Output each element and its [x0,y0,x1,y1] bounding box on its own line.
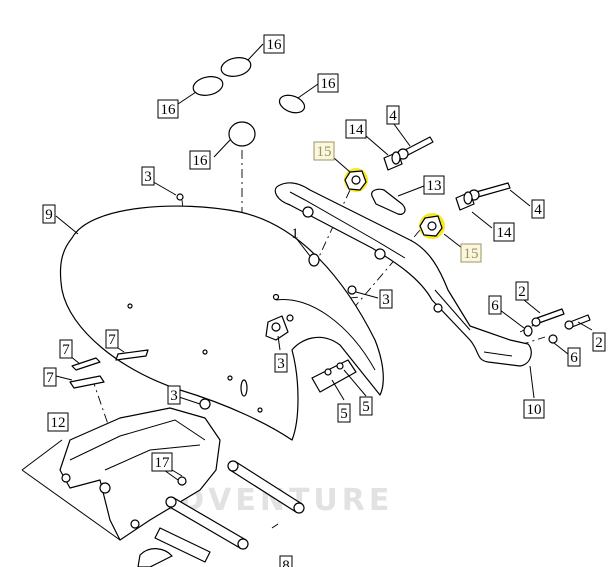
callout-16-d: 16 [189,150,211,170]
svg-text:3: 3 [170,388,178,404]
flange-nut-highlighted-b [419,213,445,239]
svg-text:12: 12 [51,415,66,431]
svg-text:4: 4 [389,108,397,124]
svg-text:2: 2 [595,335,603,351]
callout-4-a: 4 [386,105,400,125]
hardware-lower [523,308,591,344]
callout-16-b: 16 [157,99,179,119]
svg-text:16: 16 [321,76,337,92]
callout-8: 8 [279,555,293,567]
callout-15-b: 15 [460,243,482,263]
callout-12: 12 [47,412,69,432]
svg-text:7: 7 [62,342,70,358]
hardware-upper [383,136,511,211]
svg-text:5: 5 [362,399,370,415]
svg-text:9: 9 [45,207,53,223]
svg-text:1: 1 [291,226,299,242]
svg-text:3: 3 [382,292,390,308]
callout-3-c: 3 [167,385,181,405]
svg-text:6: 6 [570,350,578,366]
svg-text:7: 7 [46,370,54,386]
callout-2-b: 2 [592,332,606,352]
svg-text:17: 17 [155,455,171,471]
svg-text:15: 15 [464,246,479,262]
svg-text:3: 3 [277,356,285,372]
svg-text:16: 16 [161,102,177,118]
seat-pads [192,57,306,147]
svg-text:10: 10 [527,402,542,418]
callout-1: 1 [291,226,299,242]
callout-7-c: 7 [43,367,57,387]
callout-17: 17 [151,452,173,472]
callout-15-a: 15 [313,141,335,161]
callout-10: 10 [523,399,545,419]
svg-text:15: 15 [317,144,332,160]
callout-4-b: 4 [531,199,545,219]
rear-fender [59,193,384,441]
callout-5-b: 5 [359,396,373,416]
callout-7-a: 7 [59,339,73,359]
svg-text:13: 13 [427,178,442,194]
grab-rail [274,182,532,367]
svg-text:6: 6 [491,298,499,314]
svg-text:2: 2 [518,284,526,300]
svg-text:14: 14 [349,122,365,138]
callout-5-a: 5 [337,403,351,423]
flange-nut-highlighted-a [344,168,368,192]
callout-13: 13 [423,175,445,195]
svg-text:8: 8 [282,558,290,567]
svg-text:16: 16 [193,153,209,169]
reflector-labels [69,349,149,389]
svg-text:7: 7 [108,332,116,348]
callout-3-a: 3 [141,166,155,186]
callout-3-b: 3 [379,289,393,309]
callout-6-a: 6 [488,295,502,315]
callout-9: 9 [42,204,56,224]
callout-14-a: 14 [345,119,367,139]
license-bracket [21,407,305,567]
callout-2-a: 2 [515,281,529,301]
svg-text:5: 5 [340,406,348,422]
callout-7-b: 7 [105,329,119,349]
svg-text:3: 3 [144,169,152,185]
callout-3-d: 3 [274,353,288,373]
svg-text:14: 14 [497,225,513,241]
callout-16-c: 16 [317,73,339,93]
svg-text:4: 4 [534,202,542,218]
callout-14-b: 14 [493,222,515,242]
callout-6-b: 6 [567,347,581,367]
grommet [371,188,406,215]
svg-text:16: 16 [267,37,283,53]
callout-16-a: 16 [263,34,285,54]
